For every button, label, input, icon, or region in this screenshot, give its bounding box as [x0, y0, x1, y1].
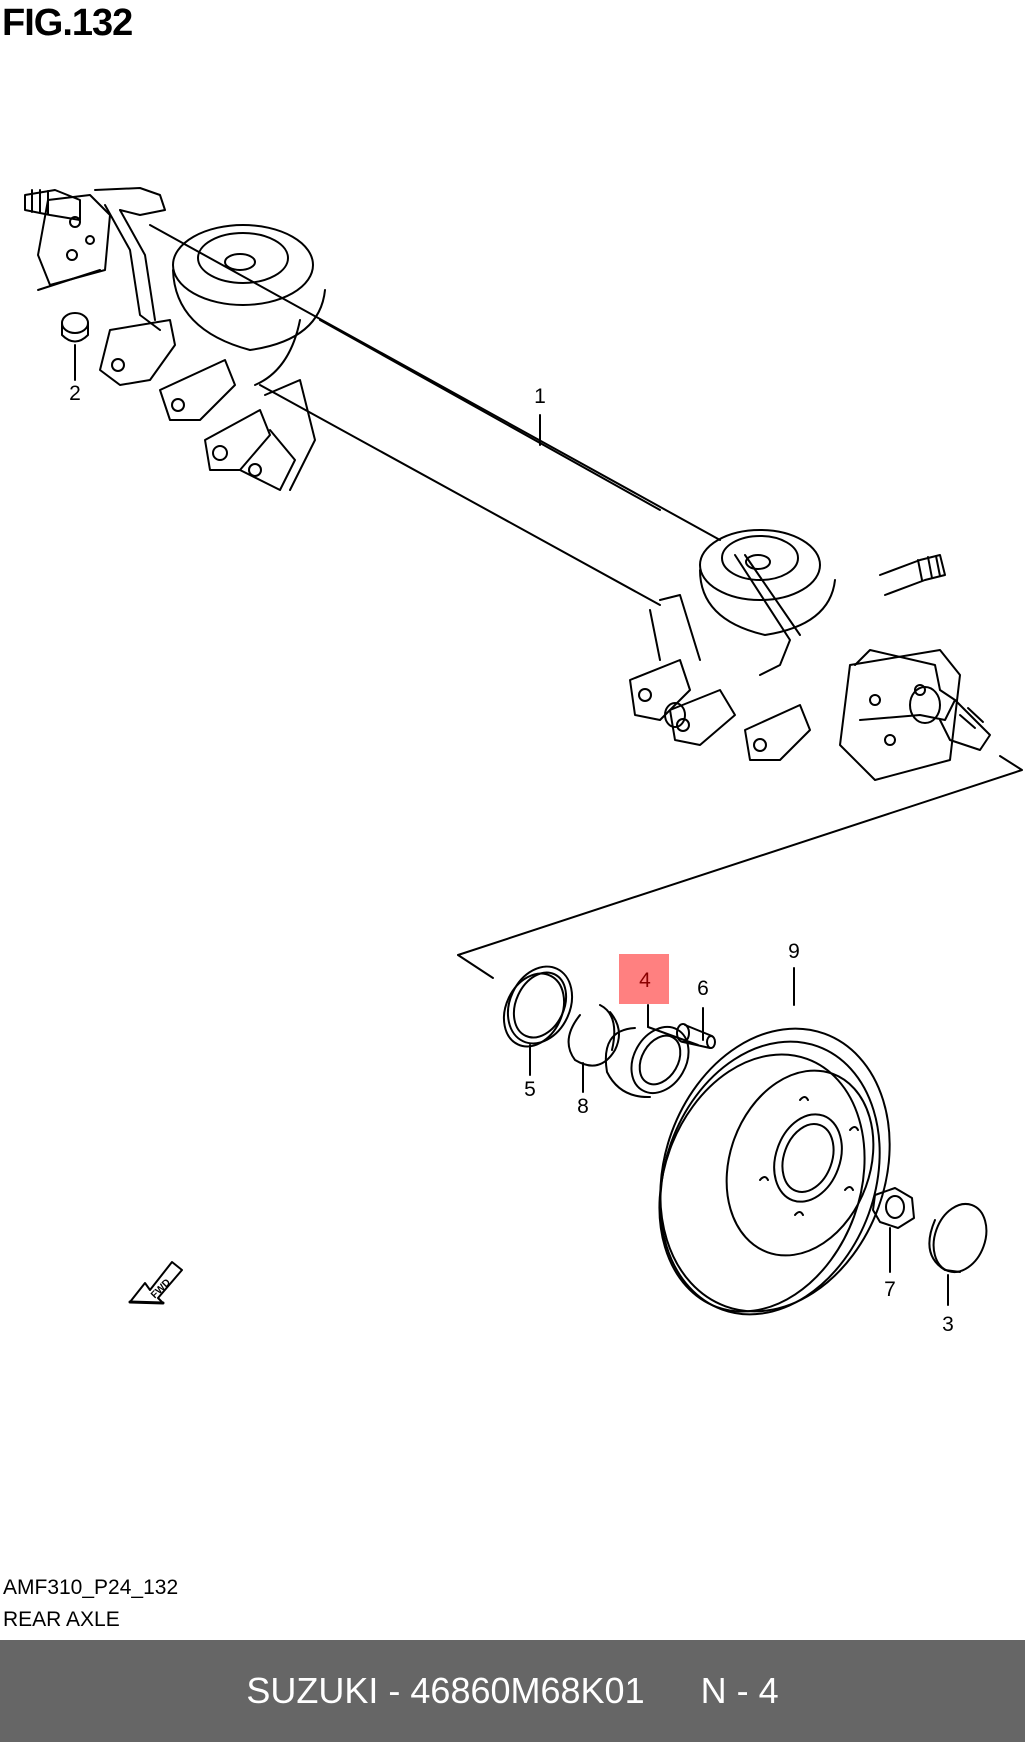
- callout-9: 9: [788, 940, 800, 963]
- part-5-oil-seal: [502, 965, 574, 1076]
- part-number: SUZUKI - 46860M68K01: [246, 1670, 645, 1711]
- part-9-brake-drum: [658, 967, 891, 1316]
- part-footer: SUZUKI - 46860M68K01 N - 4: [0, 1640, 1025, 1742]
- part-reference: N - 4: [700, 1670, 779, 1711]
- highlight-box-4: [619, 954, 669, 1004]
- part-7-hub-nut: [872, 1187, 915, 1273]
- callout-1: 1: [534, 385, 546, 408]
- callout-2: 2: [69, 382, 81, 405]
- parts-diagram: FWD 1 2 3 4 5 6 7 8 9: [24, 187, 1023, 1336]
- fwd-arrow-icon: FWD: [128, 1261, 183, 1305]
- explode-bracket-end: [457, 954, 494, 979]
- figure-code: AMF310_P24_132: [3, 1576, 179, 1599]
- part-4-wheel-bearing: [604, 1004, 699, 1099]
- rear-axle-beam: [24, 187, 991, 781]
- callout-3: 3: [942, 1313, 954, 1336]
- callout-5: 5: [524, 1078, 536, 1101]
- part-3-hub-cap: [928, 1203, 988, 1306]
- part-8-circlip: [567, 1004, 620, 1093]
- callout-4[interactable]: 4: [639, 969, 651, 992]
- section-title: REAR AXLE: [3, 1608, 120, 1631]
- part-6-hub-bolt: [676, 1007, 716, 1049]
- part-2-plug: [61, 312, 89, 381]
- explode-bracket: [457, 755, 1023, 956]
- figure-title: FIG.132: [2, 2, 133, 44]
- callout-8: 8: [577, 1095, 589, 1118]
- callout-6: 6: [697, 977, 709, 1000]
- callout-7: 7: [884, 1278, 896, 1301]
